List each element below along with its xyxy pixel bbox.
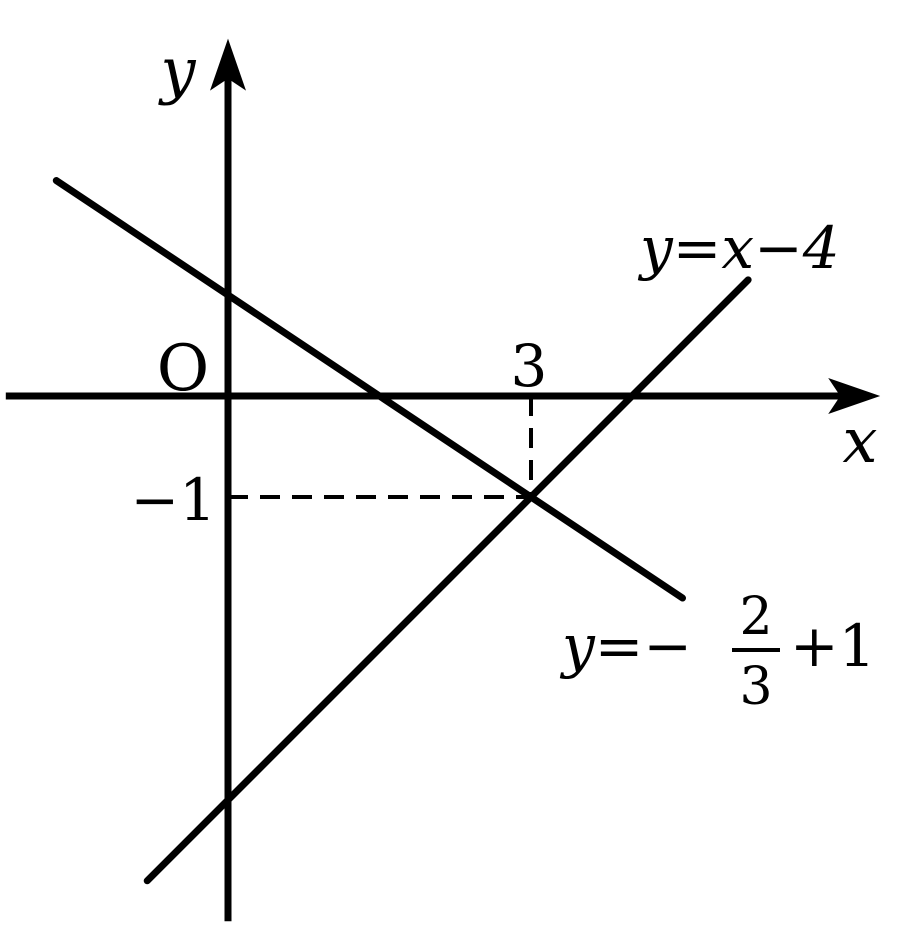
fraction-denominator: 3 [739, 657, 772, 717]
line-label-lhs: y [637, 214, 674, 282]
line-label-eq-2: =− [595, 612, 692, 680]
origin-label: O [157, 332, 209, 406]
fraction-numerator: 2 [739, 587, 772, 647]
y-axis-label: y [157, 34, 196, 107]
line-label-lhs-2: y [559, 612, 596, 680]
line-label-rhs: x−4 [721, 214, 839, 282]
line-y-equals-neg-two-thirds-plus-1 [52, 177, 686, 602]
y-tick-label-neg-1: −1 [131, 466, 217, 534]
x-axis-label: x [843, 404, 878, 477]
x-axis-arrow-icon [828, 378, 881, 414]
line-label-eq: = [673, 214, 722, 282]
y-axis-arrow-icon [210, 38, 246, 91]
line-y-equals-x-minus-4 [143, 276, 752, 885]
line-label-neg-two-thirds: y=− 2 3 +1 [559, 587, 876, 717]
x-tick-label-3: 3 [511, 332, 548, 400]
line-label-prefix: y=− [559, 612, 692, 680]
line-label-tail: +1 [790, 612, 876, 680]
line-label-x-minus-4: y=x−4 [637, 214, 840, 282]
